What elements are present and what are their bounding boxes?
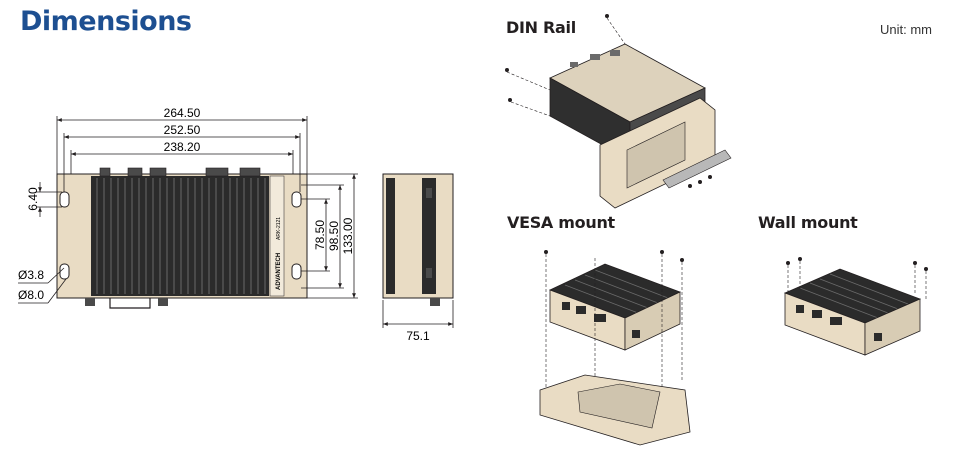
dim-height-mid: 98.50 (327, 221, 341, 251)
din-rail-title: DIN Rail (506, 18, 576, 37)
unit-label: Unit: mm (880, 22, 932, 37)
model-text: ARK-2121 (276, 217, 282, 240)
dim-width-inner: 238.20 (164, 140, 201, 154)
dim-depth: 75.1 (406, 329, 430, 343)
slot-top-left (59, 191, 70, 208)
wall-mount-title: Wall mount (758, 213, 858, 232)
wall-mount-illustration (783, 257, 928, 356)
dim-width-mid: 252.50 (164, 123, 201, 137)
side-view-drawing: 75.1 (382, 173, 454, 343)
slot-bottom-left (59, 263, 70, 280)
vesa-mount-title: VESA mount (507, 213, 615, 232)
slot-bottom-right (291, 263, 302, 280)
logo-text: ADVANTECH (276, 253, 282, 290)
dim-height-outer: 133.00 (341, 217, 355, 254)
dim-width-outer: 264.50 (164, 106, 201, 120)
page-title: Dimensions (20, 6, 192, 37)
front-view-drawing: ADVANTECH ARK-2121 264.50 252.50 238.20 … (18, 106, 358, 309)
dim-hole-large: Ø8.0 (18, 288, 44, 302)
heatsink (91, 176, 269, 296)
dim-hole-small: Ø3.8 (18, 268, 44, 282)
dim-slot-height: 6.40 (26, 187, 40, 211)
din-rail-illustration (505, 14, 732, 209)
vesa-mount-illustration (539, 250, 691, 446)
dim-height-inner: 78.50 (313, 220, 327, 250)
slot-top-right (291, 191, 302, 208)
